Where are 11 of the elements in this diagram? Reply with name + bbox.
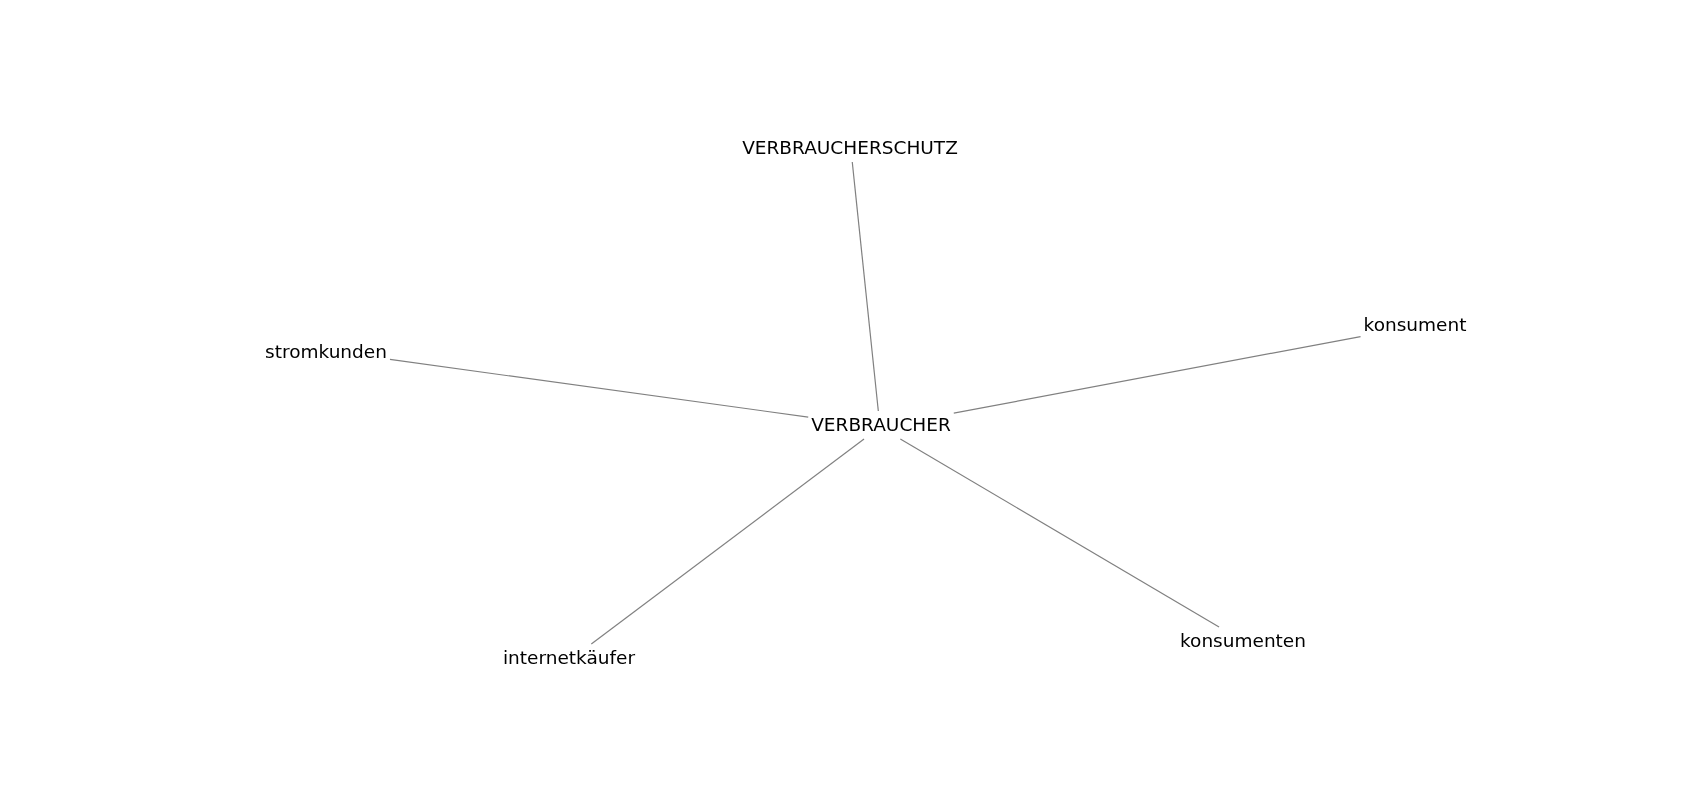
connector-line <box>590 438 865 645</box>
connector-line <box>953 335 1362 414</box>
keyword-label: stromkunden <box>265 341 387 363</box>
keyword-label: VERBRAUCHER <box>811 414 951 436</box>
keyword-label: internetkäufer <box>502 647 636 669</box>
keyword-label: konsumenten <box>1180 630 1306 652</box>
connector-line <box>899 438 1220 628</box>
connector-line <box>389 358 809 418</box>
connector-line <box>851 161 879 412</box>
keyword-label: konsument <box>1363 314 1467 336</box>
keyword-label: VERBRAUCHERSCHUTZ <box>742 137 958 159</box>
